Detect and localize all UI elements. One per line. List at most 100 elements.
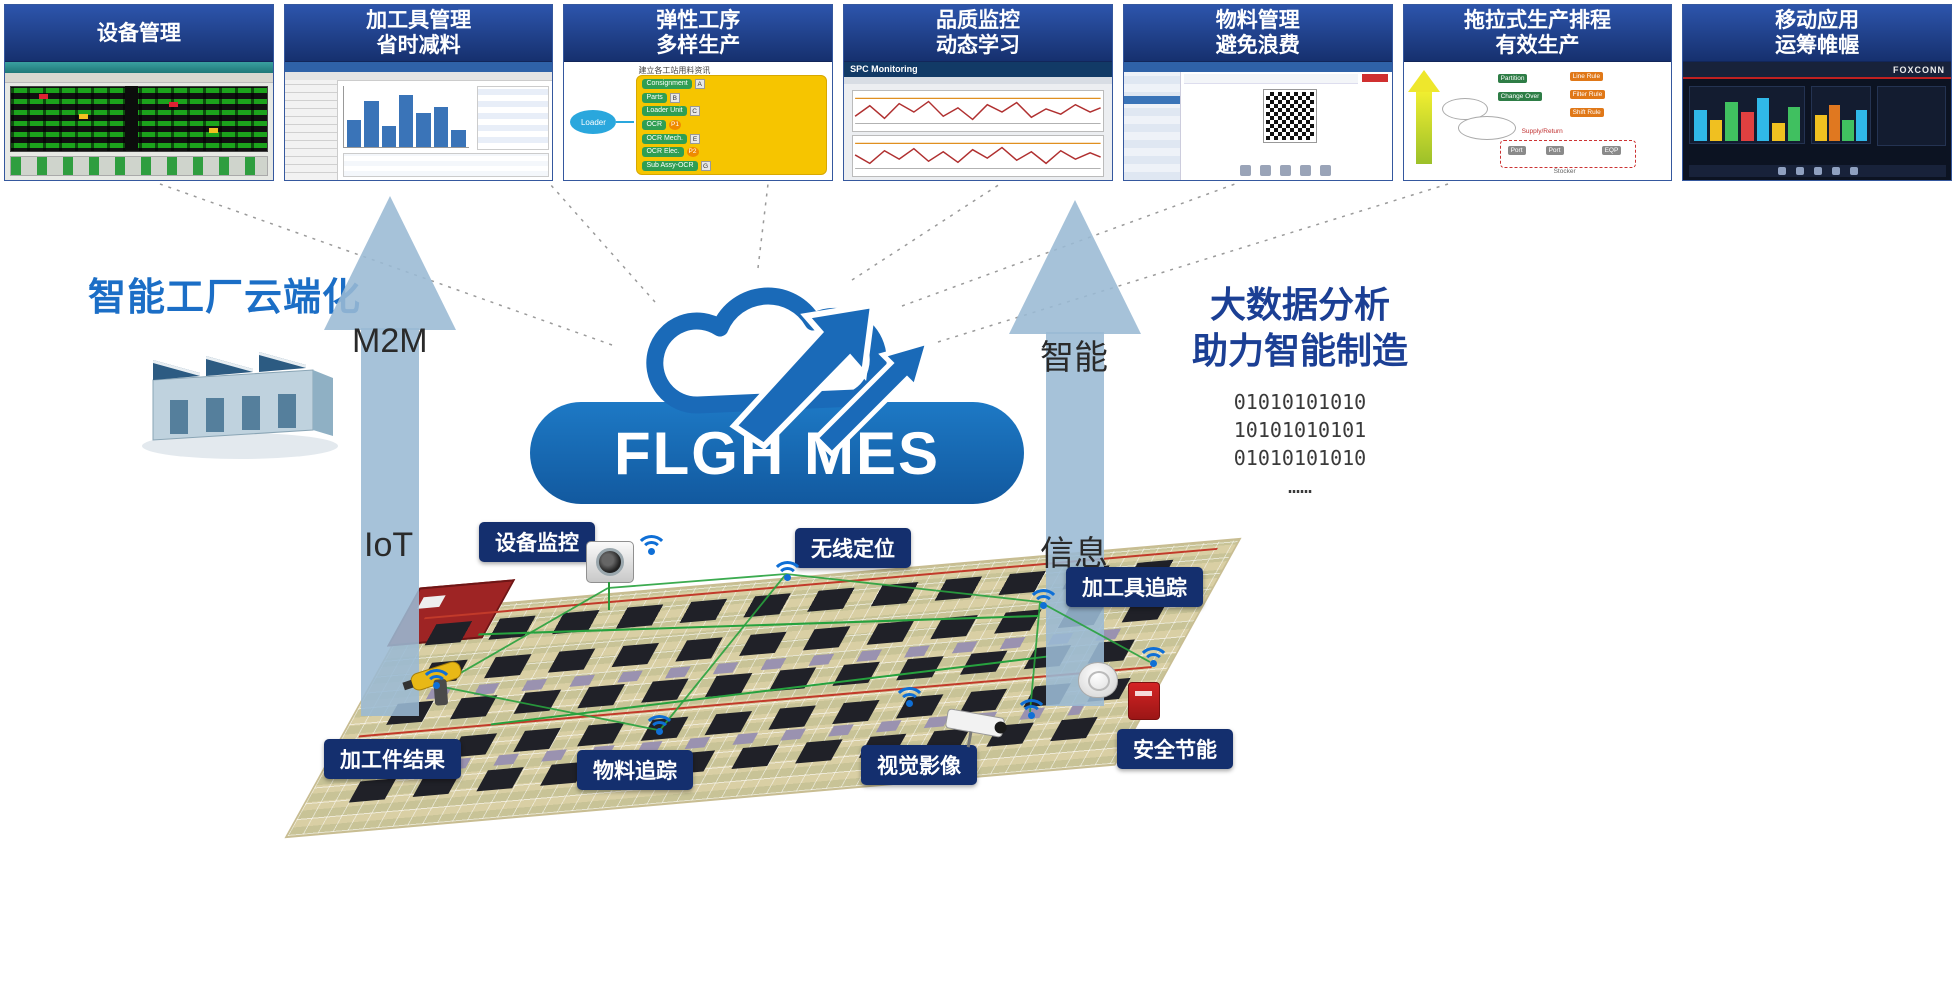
scada-screenshot (5, 62, 273, 180)
card-title-line2: 省时减料 (376, 34, 461, 57)
spc-chart-1 (852, 90, 1104, 132)
tree-sidebar (284, 80, 338, 180)
iot-label: IoT (364, 526, 414, 564)
right-up-arrow-head (1009, 200, 1141, 334)
dashboard-bar-chart (1689, 86, 1806, 144)
status-chip (169, 102, 178, 107)
smoke-detector (1078, 662, 1118, 698)
safety-device (1128, 682, 1160, 720)
selected-nav-item (1123, 96, 1180, 104)
tool-bar-chart (342, 86, 469, 148)
status-chip (39, 94, 48, 99)
card-equipment-management: 设备管理 (4, 4, 274, 181)
window-titlebar (1123, 62, 1392, 72)
loader-node: Loader (570, 110, 617, 134)
wifi-icon (1027, 589, 1060, 609)
mobile-dashboard-screenshot: FOXCONN (1683, 62, 1952, 180)
card-header: 移动应用 运筹帷幄 (1683, 5, 1952, 62)
mes-banner: FLGH MES (530, 402, 1024, 504)
wifi-icon (1015, 699, 1048, 719)
card-header: 设备管理 (5, 5, 273, 62)
flow-arrow (616, 121, 635, 123)
dashboard-titlebar: FOXCONN (1683, 62, 1952, 77)
window-titlebar (5, 62, 273, 73)
yellow-arrow-head (1407, 70, 1440, 92)
card-header: 弹性工序 多样生产 (564, 5, 833, 62)
card-mobile-app: 移动应用 运筹帷幄 FOXCONN (1682, 4, 1953, 181)
card-title-line2: 有效生产 (1495, 34, 1580, 57)
card-quality-monitoring: 品质监控 动态学习 SPC Monitoring (843, 4, 1113, 181)
close-button-area (1361, 74, 1388, 82)
changeover-box: Change Over (1497, 92, 1543, 101)
window-menubar (5, 73, 273, 83)
wifi-icon (635, 535, 668, 555)
red-accent-line (1683, 77, 1952, 79)
line-rule-box: Line Rule (1569, 72, 1604, 81)
card-title-line1: 加工具管理 (366, 9, 472, 32)
port-box: Port (1545, 146, 1564, 155)
card-production-scheduling: 拖拉式生产排程 有效生产 Partition Change Over Line … (1402, 4, 1673, 181)
binary-text: 01010101010 10101010101 01010101010 …… (1233, 390, 1367, 498)
data-table (342, 153, 550, 177)
spc-screenshot: SPC Monitoring (844, 62, 1112, 180)
monitoring-camera (586, 541, 634, 610)
flow-row: OCR Mech.E (642, 133, 821, 144)
m2m-label: M2M (352, 322, 428, 360)
card-title-line2: 避免浪费 (1215, 34, 1300, 57)
rising-arrow-1 (729, 301, 877, 450)
card-header: 拖拉式生产排程 有效生产 (1403, 5, 1672, 62)
card-header: 物料管理 避免浪费 (1123, 5, 1392, 62)
card-title-line1: 品质监控 (936, 9, 1021, 32)
left-up-arrow-head (324, 196, 456, 330)
left-up-arrow-body (361, 328, 419, 716)
callout-safety-energy: 安全节能 (1117, 729, 1233, 769)
status-chip (209, 128, 218, 133)
right-up-arrow-body (1046, 332, 1104, 706)
supply-return-label: Supply/Return (1521, 128, 1563, 135)
dashboard-footer-icons (1689, 165, 1947, 177)
filter-rule-box: Filter Rule (1569, 90, 1606, 99)
wifi-icon (643, 715, 676, 735)
window-titlebar (284, 62, 553, 72)
spc-line-chart (854, 97, 1102, 125)
wifi-icon (771, 561, 804, 581)
rising-arrow-2 (812, 338, 932, 458)
left-section-title: 智能工厂云端化 (88, 277, 362, 319)
toolbar-icons (1184, 163, 1388, 177)
stocker-label: Stocker (1553, 168, 1576, 175)
cloud-shape (1457, 116, 1516, 140)
card-material-management: 物料管理 避免浪费 (1122, 4, 1393, 181)
card-tool-management: 加工具管理 省时减料 (283, 4, 554, 181)
spc-titlebar: SPC Monitoring (844, 62, 1112, 77)
card-title-line1: 物料管理 (1215, 9, 1300, 32)
card-header: 品质监控 动态学习 (844, 5, 1112, 62)
card-title-line1: 拖拉式生产排程 (1463, 9, 1611, 32)
content-header (1183, 74, 1358, 84)
equipment-status-grid (10, 86, 268, 152)
factory-illustration (142, 352, 338, 459)
callout-workpiece-result: 加工件结果 (324, 739, 461, 779)
dispatch-dashed-box (1499, 140, 1636, 168)
tool-management-screenshot (284, 62, 553, 180)
spc-line-chart (854, 142, 1102, 170)
spc-chart-2 (852, 135, 1104, 177)
qr-code (1262, 89, 1317, 143)
yellow-arrow-body (1415, 92, 1432, 164)
nav-sidebar (1123, 72, 1181, 180)
card-title-line1: 移动应用 (1775, 9, 1860, 32)
status-chip (79, 114, 88, 119)
flow-header: 建立各工站用料资讯 (638, 66, 711, 75)
shift-rule-box: Shift Rule (1569, 108, 1604, 117)
wifi-icon (893, 687, 926, 707)
card-title-line1: 设备管理 (96, 21, 181, 45)
flow-row: OCR Elec.P2 (642, 147, 821, 158)
feature-cards-row: 设备管理 加工具管理 省时减料 (4, 4, 1953, 181)
right-section: 大数据分析 助力智能制造 01010101010 10101010101 010… (1150, 282, 1450, 500)
